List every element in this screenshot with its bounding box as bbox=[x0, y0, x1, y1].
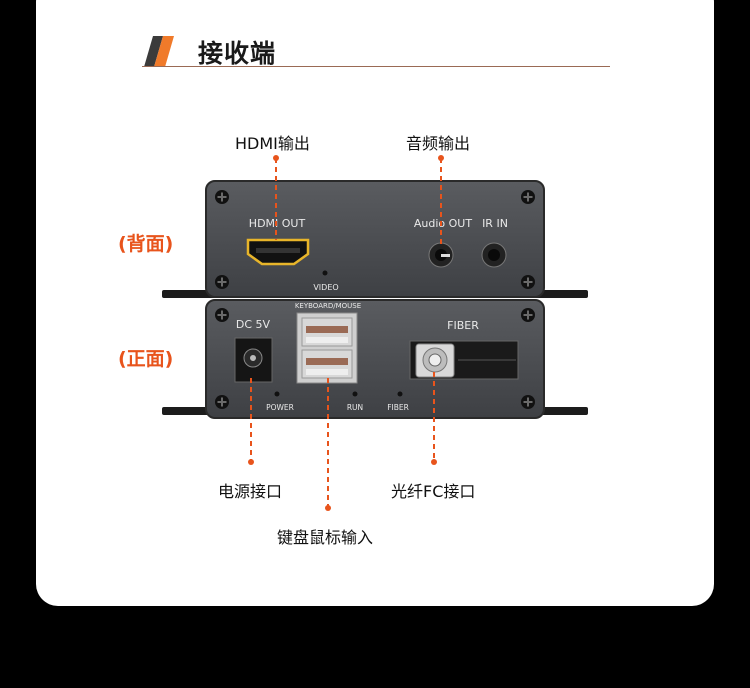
hdmi-port-label: HDMI OUT bbox=[249, 217, 306, 230]
screw-icon bbox=[215, 275, 229, 289]
fiber-port-label: 光纤FC接口 bbox=[391, 482, 476, 501]
back-panel bbox=[205, 180, 545, 298]
hdmi-output-label: HDMI输出 bbox=[235, 134, 310, 153]
keyboard-mouse-label: KEYBOARD/MOUSE bbox=[295, 302, 361, 310]
screw-icon bbox=[215, 395, 229, 409]
screw-icon bbox=[521, 275, 535, 289]
header-divider bbox=[142, 66, 610, 67]
fiber-led-icon bbox=[397, 391, 403, 397]
screw-icon bbox=[521, 190, 535, 204]
front-panel bbox=[205, 299, 545, 419]
screw-icon bbox=[215, 190, 229, 204]
audio-jack-icon bbox=[428, 242, 454, 268]
header-accent-icon bbox=[144, 36, 174, 67]
screw-icon bbox=[215, 308, 229, 322]
power-port-label: 电源接口 bbox=[218, 482, 283, 501]
screw-icon bbox=[521, 308, 535, 322]
usb-ports-icon bbox=[296, 312, 358, 384]
front-side-label: (正面) bbox=[118, 348, 174, 370]
fiber-led-label: FIBER bbox=[387, 403, 409, 412]
fiber-title-label: FIBER bbox=[447, 319, 479, 332]
ir-port-label: IR IN bbox=[482, 217, 508, 230]
back-side-label: (背面) bbox=[118, 233, 174, 255]
hdmi-port-icon bbox=[246, 238, 310, 266]
video-led-icon bbox=[322, 270, 328, 276]
ir-jack-icon bbox=[481, 242, 507, 268]
run-led-label: RUN bbox=[347, 403, 363, 412]
run-led-icon bbox=[352, 391, 358, 397]
screw-icon bbox=[521, 395, 535, 409]
audio-port-label: Audio OUT bbox=[414, 217, 472, 230]
keyboard-input-label: 键盘鼠标输入 bbox=[277, 528, 374, 547]
power-led-icon bbox=[274, 391, 280, 397]
dc-label: DC 5V bbox=[236, 318, 271, 331]
power-led-label: POWER bbox=[266, 403, 294, 412]
audio-output-label: 音频输出 bbox=[406, 134, 471, 153]
dc-jack-icon bbox=[234, 337, 273, 383]
fiber-connector-icon bbox=[409, 340, 519, 380]
video-label: VIDEO bbox=[313, 283, 338, 292]
page-title: 接收端 bbox=[198, 39, 277, 68]
